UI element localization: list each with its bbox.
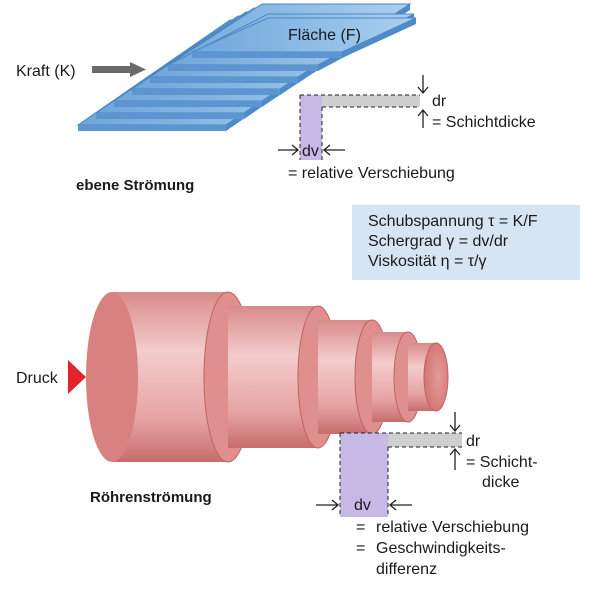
geschw-label-2: differenz <box>376 561 437 578</box>
dr-label-bottom: dr <box>466 433 481 450</box>
roehrenstroemung-title: Röhrenströmung <box>90 489 212 506</box>
formula-schergrad: Schergrad γ = dv/dr <box>368 233 509 250</box>
tube-outer <box>112 292 228 462</box>
ebene-stroemung-title: ebene Strömung <box>76 177 194 194</box>
dv-arrows-bottom <box>316 499 412 511</box>
kraft-label: Kraft (K) <box>16 63 76 80</box>
dr-label-top: dr <box>432 93 447 110</box>
eq1-sign: = <box>356 519 365 536</box>
eq2-sign: = <box>356 540 365 557</box>
relative-label-bottom: relative Verschiebung <box>376 519 529 536</box>
shear-layer-top <box>299 94 420 160</box>
dr-arrows-bottom <box>449 412 461 470</box>
dv-label-top: dv <box>302 143 319 160</box>
kraft-arrow <box>92 62 146 77</box>
formula-box: Schubspannung τ = K/F Schergrad γ = dv/d… <box>352 205 580 280</box>
formula-viskositaet: Viskosität η = τ/γ <box>368 253 487 270</box>
shear-layer-bottom <box>339 432 462 517</box>
dr-arrows-top <box>417 75 429 128</box>
tube-assembly <box>86 291 449 463</box>
druck-label: Druck <box>16 370 59 387</box>
geschw-label-1: Geschwindigkeits- <box>376 540 506 557</box>
tube-outer-back <box>86 292 138 462</box>
dr-layer-bottom <box>388 433 462 447</box>
dr-layer <box>322 95 420 107</box>
schichtdicke-label: = Schichtdicke <box>432 114 536 131</box>
formula-schubspannung: Schubspannung τ = K/F <box>368 213 538 230</box>
dv-arrows-top <box>278 144 345 156</box>
schicht-label-2: dicke <box>482 474 519 491</box>
tube-2 <box>228 306 318 448</box>
dv-label-bottom: dv <box>354 497 371 514</box>
dv-highlight-bottom <box>340 433 388 517</box>
dv-highlight <box>300 95 322 160</box>
plate-top <box>191 17 417 58</box>
schicht-label-1: = Schicht- <box>466 454 538 471</box>
tube-5-face <box>423 342 449 412</box>
druck-arrow <box>68 360 86 394</box>
relative-label-top: = relative Verschiebung <box>288 165 455 182</box>
plate-stack <box>76 3 417 131</box>
flaeche-label: Fläche (F) <box>288 27 361 44</box>
